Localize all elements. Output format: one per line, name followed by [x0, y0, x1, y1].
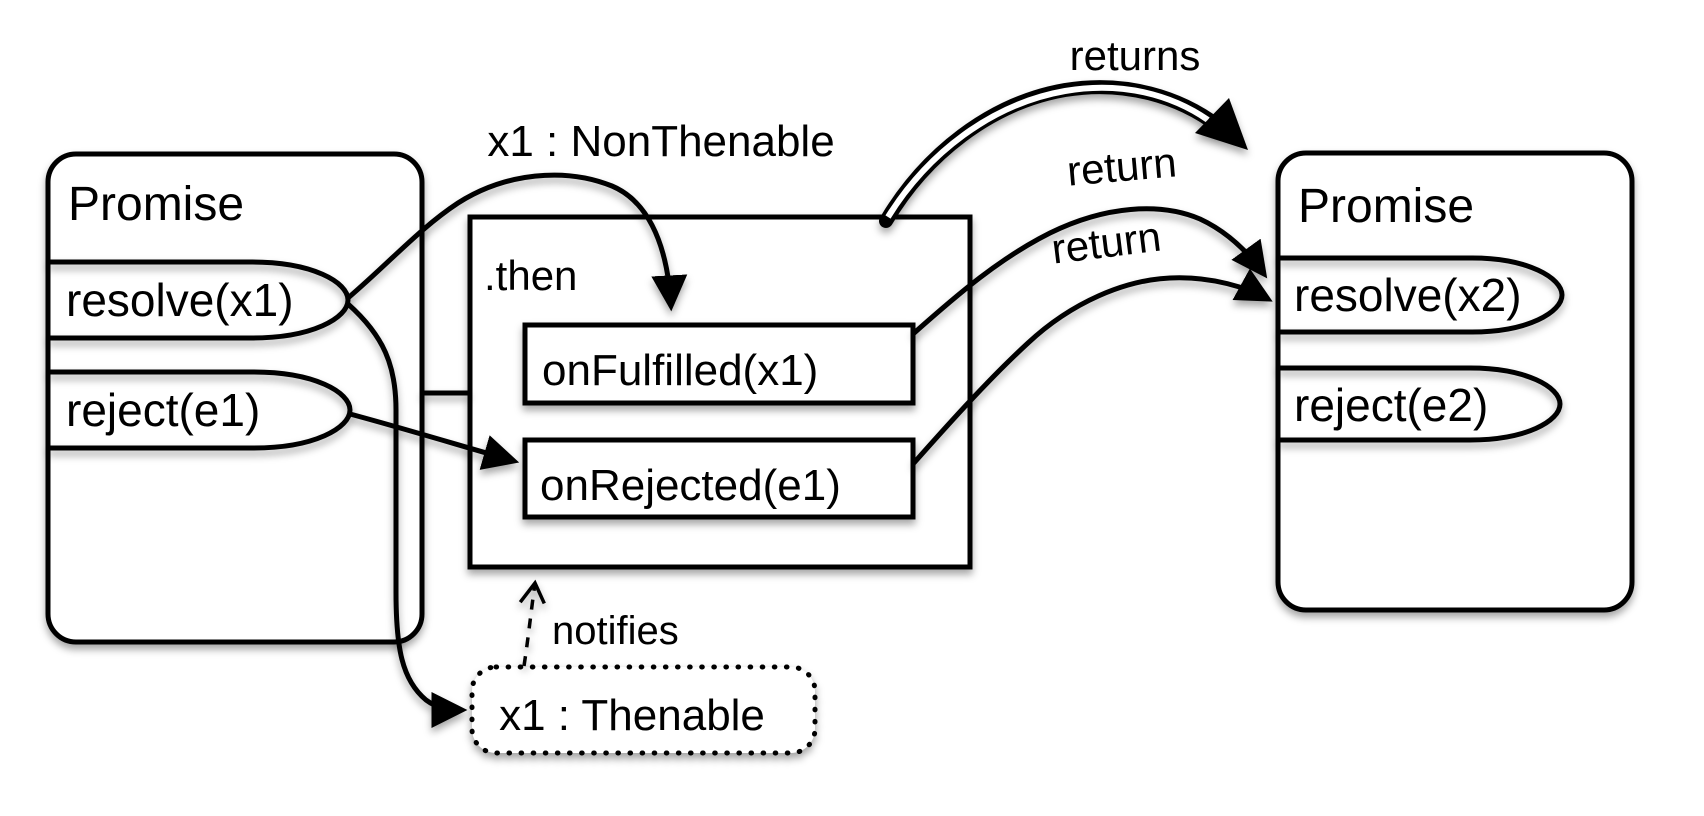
return-fulfilled-arrow-label: return — [1065, 138, 1178, 194]
promise1-title: Promise — [68, 178, 244, 231]
promise1-resolve-label: resolve(x1) — [66, 274, 294, 326]
resolve-to-thenable-arrow — [346, 302, 468, 728]
promise1-reject-pill — [48, 369, 353, 451]
promise1-reject-label: reject(e1) — [66, 384, 260, 436]
promise2-resolve-pill — [1278, 255, 1565, 335]
return-fulfilled-arrow — [911, 206, 1268, 336]
promise1-resolve-pill — [48, 259, 351, 341]
onfulfilled-label: onFulfilled(x1) — [542, 346, 818, 395]
onrejected-box — [522, 437, 916, 520]
non-thenable-arrow-label: x1 : NonThenable — [487, 117, 834, 166]
promise2-reject-label: reject(e2) — [1294, 379, 1488, 431]
promise2-reject-pill — [1278, 365, 1563, 443]
onfulfilled-box — [522, 322, 916, 406]
return-rejected-arrow-label: return — [1049, 213, 1164, 273]
promise2-title: Promise — [1298, 180, 1474, 233]
notifies-arrow-label: notifies — [552, 609, 679, 653]
return-rejected-arrow — [911, 268, 1273, 466]
notifies-arrow — [518, 579, 546, 667]
promise2-resolve-label: resolve(x2) — [1294, 269, 1522, 321]
then-box-title: .then — [484, 252, 577, 299]
thenable-box — [469, 664, 818, 756]
reject-to-onrejected-arrow — [349, 411, 520, 470]
returns-arrow-inner — [885, 84, 1210, 219]
resolve-to-onfulfilled-arrow — [346, 172, 688, 312]
returns-arrowhead — [1195, 98, 1248, 150]
promise2-box — [1275, 150, 1635, 613]
thenable-label: x1 : Thenable — [499, 691, 765, 740]
shapes-layer — [45, 80, 1635, 756]
onrejected-label: onRejected(e1) — [540, 461, 841, 510]
returns-arrow-label: returns — [1070, 32, 1201, 79]
